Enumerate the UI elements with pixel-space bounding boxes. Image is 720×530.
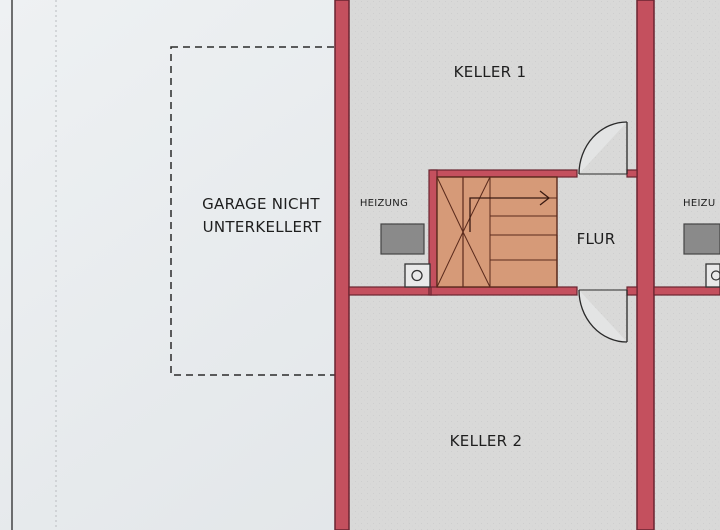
label-garage-line2: UNTERKELLERT: [203, 218, 322, 236]
wall-flur-bottom-stub: [626, 286, 638, 296]
boiler-box: [404, 263, 431, 288]
heater-unit: [380, 223, 425, 255]
neighbor-heater-unit: [683, 223, 720, 255]
label-heizung-neighbor: HEIZU: [683, 198, 715, 209]
label-keller-1: KELLER 1: [454, 63, 527, 81]
label-heizung: HEIZUNG: [360, 198, 408, 209]
boiler-symbol: [411, 269, 423, 282]
wall-neighbor-middle: [653, 286, 720, 296]
neighbor-boiler-symbol: [710, 270, 720, 281]
label-keller-2: KELLER 2: [450, 432, 523, 450]
label-garage-line1: GARAGE NICHT: [202, 195, 320, 213]
wall-left: [334, 0, 350, 530]
label-flur: FLUR: [577, 230, 616, 248]
wall-middle-left: [348, 286, 432, 296]
neighbor-boiler-box: [705, 263, 720, 288]
door-swing: [578, 121, 628, 343]
wall-stair-top: [430, 169, 578, 178]
wall-flur-top-stub: [626, 169, 638, 178]
staircase: [436, 176, 558, 288]
stair-arrow: [469, 190, 551, 232]
wall-stair-bottom: [430, 286, 578, 296]
wall-party: [636, 0, 655, 530]
